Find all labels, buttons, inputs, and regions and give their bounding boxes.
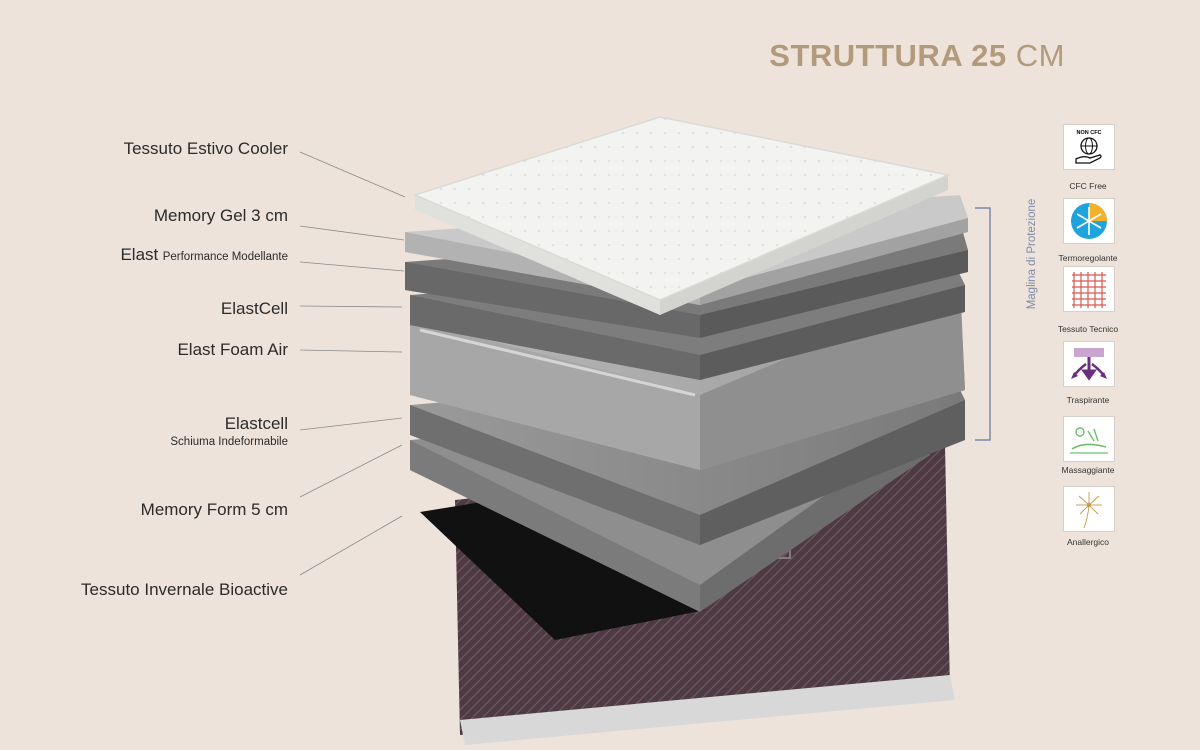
leader-line-elastcell: [299, 305, 403, 308]
leader-line-cooler: [299, 151, 406, 198]
cooler-cover-layer: [412, 116, 951, 315]
feature-label-traspirante: Traspirante: [1066, 395, 1110, 405]
layer-label-text: Memory Form 5 cm: [140, 500, 288, 519]
layer-label-elastcell: ElastCell: [221, 299, 288, 319]
leader-line-memory-gel: [299, 225, 405, 241]
leader-lines: [299, 151, 406, 576]
layer-label-elastcell-lower: Elastcell Schiuma Indeformabile: [170, 414, 288, 448]
leader-line-elast: [299, 261, 405, 272]
layer-label-text: Elast: [120, 245, 159, 264]
layer-label-text: Elastcell: [224, 414, 288, 433]
feature-label-termoregolante: Termoregolante: [1058, 253, 1118, 263]
base-bottom-edge: [460, 675, 955, 745]
winter-fabric-layer: [420, 488, 705, 640]
feature-label-cfc-free: CFC Free: [1069, 181, 1107, 191]
protection-bracket: [975, 207, 991, 441]
layer-label-cooler: Tessuto Estivo Cooler: [124, 139, 288, 159]
protection-bracket-label: Maglina di Protezione: [1026, 198, 1038, 310]
feature-label-anallergico: Anallergico: [1066, 537, 1110, 547]
layer-label-text: Elast Foam Air: [177, 340, 288, 359]
dandelion-icon: [1063, 486, 1115, 532]
non-cfc-globe-hand-icon: NON CFC: [1063, 124, 1115, 170]
woven-fabric-icon: [1063, 266, 1115, 312]
page-title: STRUTTURA 25 CM: [0, 38, 1065, 74]
layer-label-memory-form: Memory Form 5 cm: [141, 500, 288, 520]
leader-line-bioactive: [299, 515, 403, 576]
layer-label-text: Tessuto Estivo Cooler: [123, 139, 288, 158]
airflow-arrows-icon: [1063, 341, 1115, 387]
layer-label-text: Memory Gel 3 cm: [153, 206, 288, 225]
layer-label-memory-gel: Memory Gel 3 cm: [154, 206, 288, 226]
layer-label-subtext: Performance Modellante: [162, 251, 288, 263]
feature-label-tessuto-tecnico: Tessuto Tecnico: [1057, 324, 1119, 334]
massage-icon: [1063, 416, 1115, 462]
leader-line-memory-form: [299, 444, 403, 498]
layer-label-elast-performance: Elast Performance Modellante: [120, 245, 288, 265]
layer-label-foam-air: Elast Foam Air: [177, 340, 288, 360]
layer-label-text: ElastCell: [220, 299, 288, 318]
non-cfc-badge-text: NON CFC: [1076, 130, 1101, 136]
snowflake-sun-icon: [1063, 198, 1115, 244]
layer-label-bioactive: Tessuto Invernale Bioactive: [81, 580, 288, 600]
title-bold: STRUTTURA 25: [769, 38, 1007, 73]
leader-line-foam-air: [299, 349, 403, 353]
layer-label-subtext: Schiuma Indeformabile: [170, 436, 288, 448]
feature-label-massaggiante: Massaggiante: [1061, 465, 1115, 475]
layer-label-text: Tessuto Invernale Bioactive: [81, 580, 288, 599]
leader-line-elastcell-lower: [299, 417, 403, 431]
title-light: CM: [1015, 38, 1065, 73]
